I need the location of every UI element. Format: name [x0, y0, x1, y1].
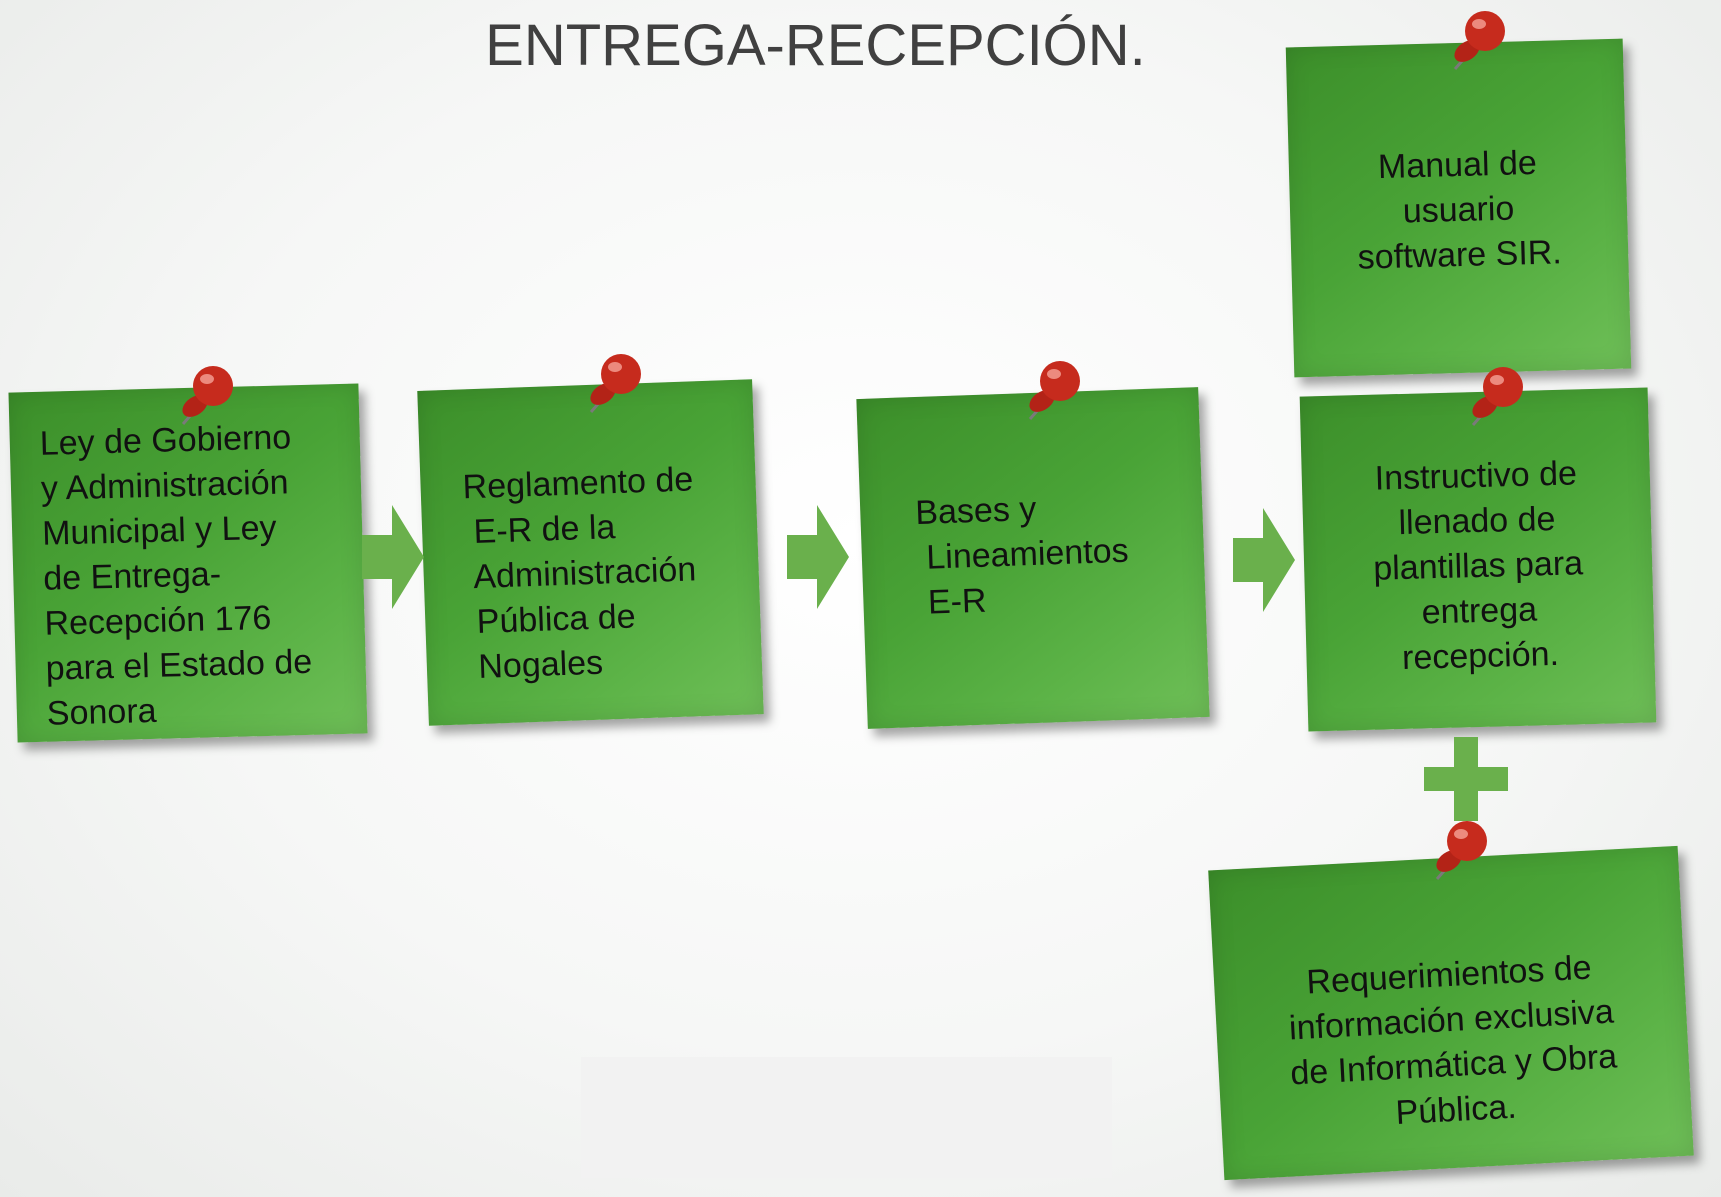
green-right-arrow-icon: [787, 505, 849, 609]
green-right-arrow-icon: [362, 505, 424, 609]
red-pushpin-icon: [1435, 821, 1487, 880]
red-pushpin-icon: [1471, 367, 1523, 426]
note-manual-text: Manual de usuario software SIR.: [1357, 143, 1563, 277]
green-plus-icon: [1424, 737, 1508, 821]
note-instructivo-text: Instructivo de llenado de plantillas par…: [1372, 454, 1584, 678]
note-requerimientos: Requerimientos de información exclusiva …: [1208, 845, 1694, 1181]
note-manual: Manual de usuario software SIR.: [1285, 38, 1632, 378]
note-bases-text: Bases y Lineamientos E-R: [914, 489, 1130, 623]
note-ley-text: Ley de Gobierno y Administración Municip…: [39, 418, 313, 733]
page-title: ENTREGA-RECEPCIÓN.: [485, 13, 1146, 78]
note-ley: Ley de Gobierno y Administración Municip…: [8, 383, 368, 743]
note-reglamento: Reglamento de E-R de la Administración P…: [417, 379, 764, 726]
green-right-arrow-icon: [1233, 508, 1295, 612]
note-requerimientos-text: Requerimientos de información exclusiva …: [1288, 948, 1618, 1133]
note-bases: Bases y Lineamientos E-R: [856, 387, 1210, 729]
note-instructivo: Instructivo de llenado de plantillas par…: [1299, 387, 1657, 732]
red-pushpin-icon: [181, 366, 233, 425]
red-pushpin-icon: [1028, 361, 1080, 420]
note-reglamento-text: Reglamento de E-R de la Administración P…: [461, 460, 697, 687]
blank-placeholder-box: [581, 1057, 1112, 1178]
red-pushpin-icon: [1453, 11, 1505, 70]
red-pushpin-icon: [589, 354, 641, 413]
